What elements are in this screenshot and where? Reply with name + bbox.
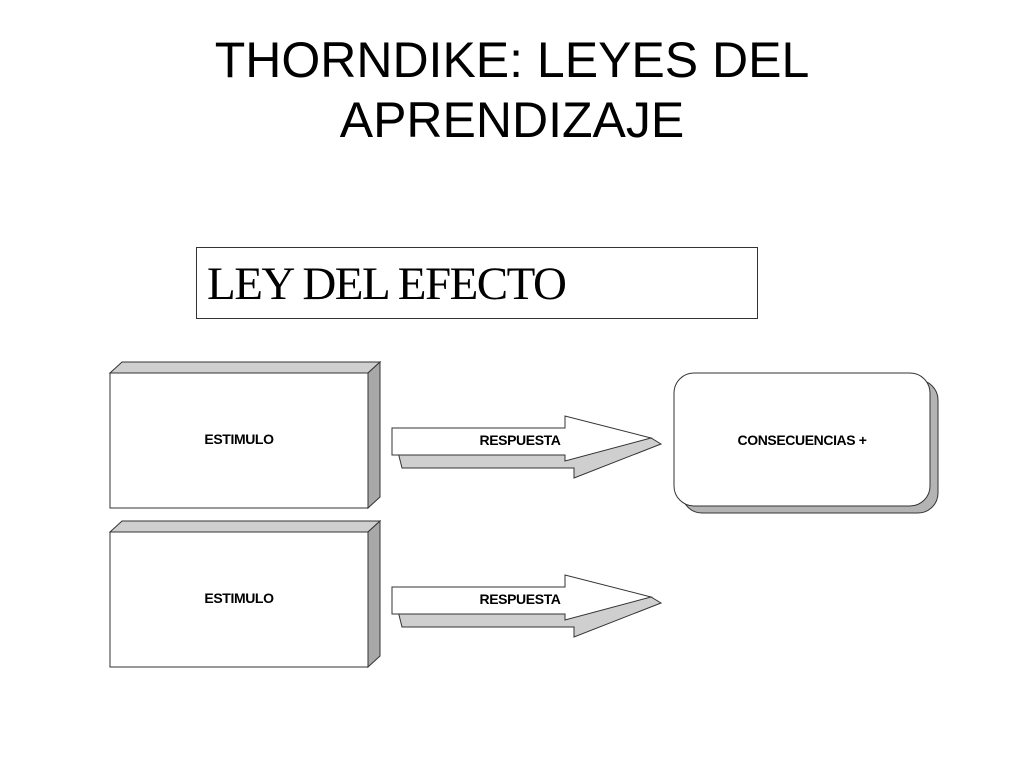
law-title-text: LEY DEL EFECTO bbox=[207, 258, 567, 310]
slide-title: THORNDIKE: LEYES DEL APRENDIZAJE bbox=[0, 30, 1024, 150]
slide-title-line-2: APRENDIZAJE bbox=[339, 92, 685, 148]
response-label-2: RESPUESTA bbox=[480, 591, 561, 607]
slide-title-line-1: THORNDIKE: LEYES DEL bbox=[214, 32, 810, 88]
law-title-box: LEY DEL EFECTO bbox=[196, 247, 758, 319]
stimulus-label-2: ESTIMULO bbox=[204, 590, 274, 606]
consequence-box: CONSECUENCIAS + bbox=[673, 372, 939, 514]
response-arrow-2: RESPUESTA bbox=[391, 574, 663, 638]
stimulus-label-1: ESTIMULO bbox=[204, 431, 274, 447]
consequence-label: CONSECUENCIAS + bbox=[738, 432, 867, 448]
stimulus-box-2: ESTIMULO bbox=[108, 519, 382, 669]
stimulus-box-1: ESTIMULO bbox=[108, 360, 382, 510]
response-arrow-1: RESPUESTA bbox=[391, 415, 663, 479]
response-label-1: RESPUESTA bbox=[480, 432, 561, 448]
